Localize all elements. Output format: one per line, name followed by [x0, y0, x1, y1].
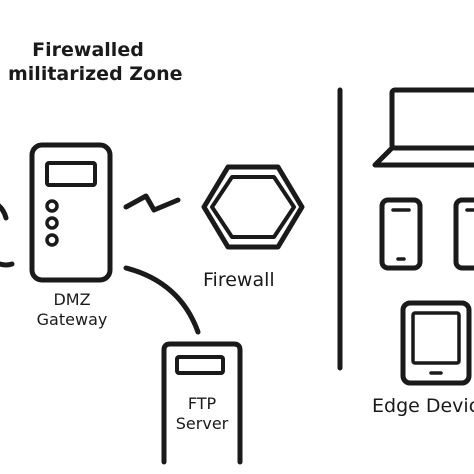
firewall-icon: [201, 164, 305, 250]
edge-devices-label: Edge Devic: [372, 395, 474, 417]
dmz-gateway-label: DMZ Gateway: [22, 290, 122, 330]
dmz-gateway-icon: [29, 142, 113, 283]
ftp-server-label: FTP Server: [164, 394, 240, 434]
tablet-icon: [400, 300, 472, 386]
phone-icon-partial: [453, 197, 474, 271]
phone-icon: [379, 197, 423, 271]
gateway-ftp-link: [123, 265, 201, 335]
ftp-server-label-line-1: FTP: [187, 394, 217, 413]
diagram-title: Firewalled militarized Zone: [8, 38, 183, 86]
dmz-gateway-label-line-2: Gateway: [36, 310, 108, 329]
gateway-firewall-link: [123, 193, 181, 213]
laptop-icon: [372, 87, 474, 168]
ftp-server-icon: [161, 341, 243, 465]
offscreen-left-connector: [0, 203, 15, 268]
title-line-1: Firewalled: [32, 39, 144, 61]
dmz-gateway-label-line-1: DMZ: [53, 290, 91, 309]
ftp-server-label-line-2: Server: [175, 414, 229, 433]
title-line-2: militarized Zone: [8, 63, 183, 85]
firewall-label: Firewall: [203, 269, 275, 291]
